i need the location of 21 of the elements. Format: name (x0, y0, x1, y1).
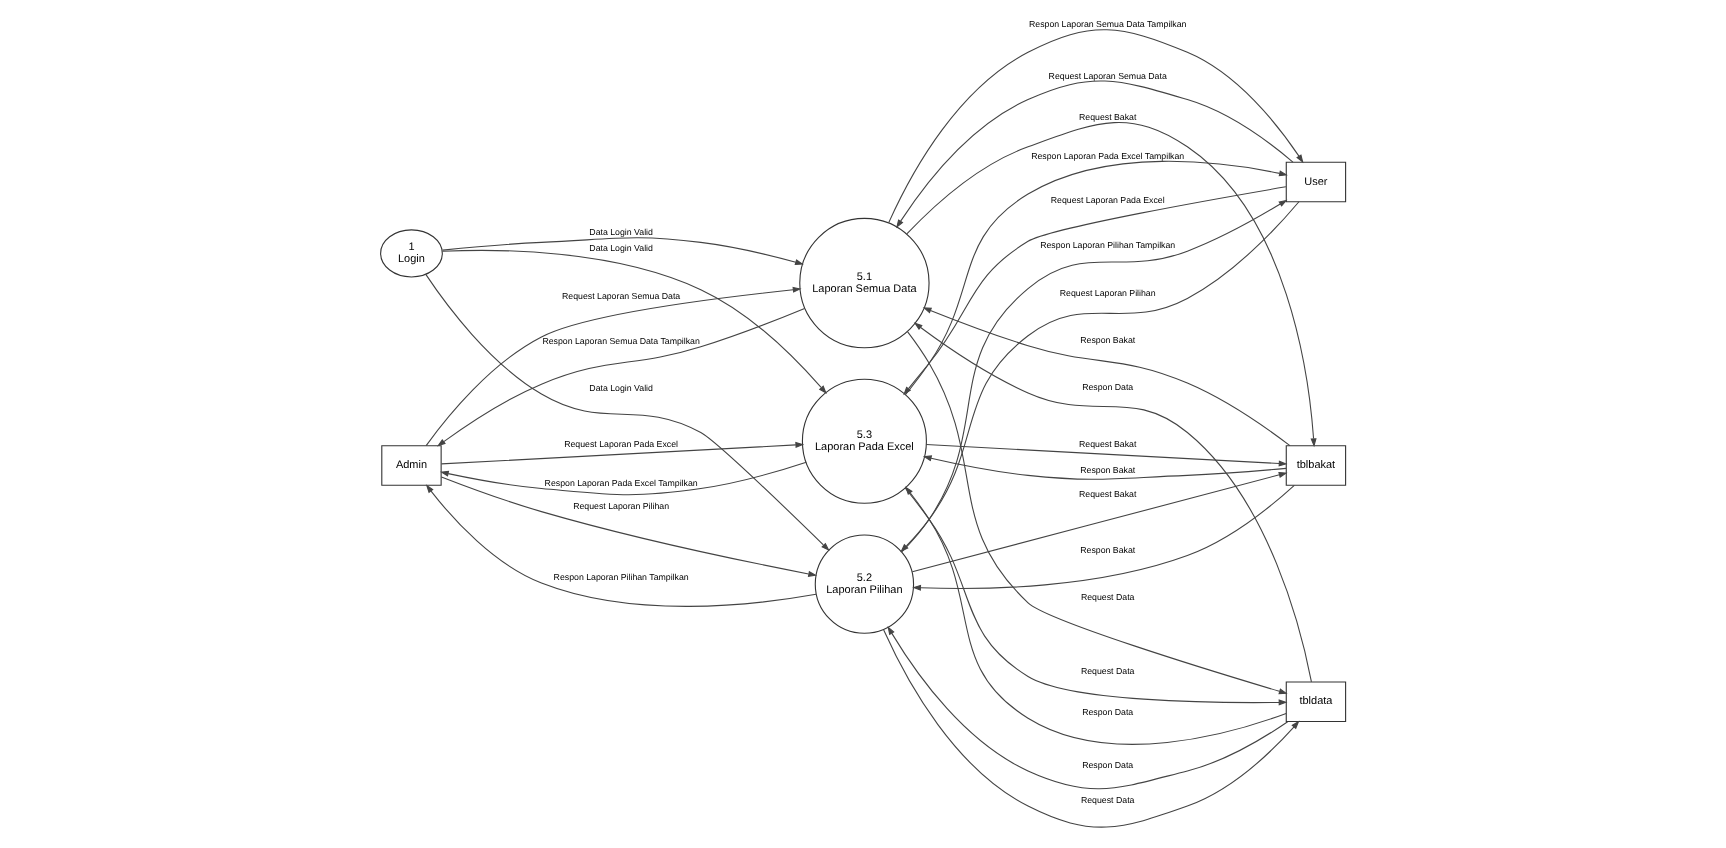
arrow (922, 455, 1287, 480)
arrow (906, 122, 1317, 448)
arrow (925, 444, 1288, 467)
arrow (883, 629, 1300, 828)
arrow (912, 484, 1295, 591)
arrow (440, 441, 805, 465)
arrow (442, 237, 804, 266)
arrow (904, 486, 1287, 745)
arrow (922, 307, 1291, 447)
arrow (439, 461, 807, 496)
arrow (436, 307, 806, 447)
arrow (896, 80, 1294, 229)
arrow (911, 471, 1288, 573)
arrow (441, 249, 827, 395)
arrow (425, 286, 802, 447)
arrow (887, 626, 1289, 790)
arrow (440, 476, 818, 577)
arrow (425, 273, 830, 552)
arrow (888, 29, 1304, 224)
arrow (425, 484, 817, 607)
arrow (904, 487, 1288, 706)
